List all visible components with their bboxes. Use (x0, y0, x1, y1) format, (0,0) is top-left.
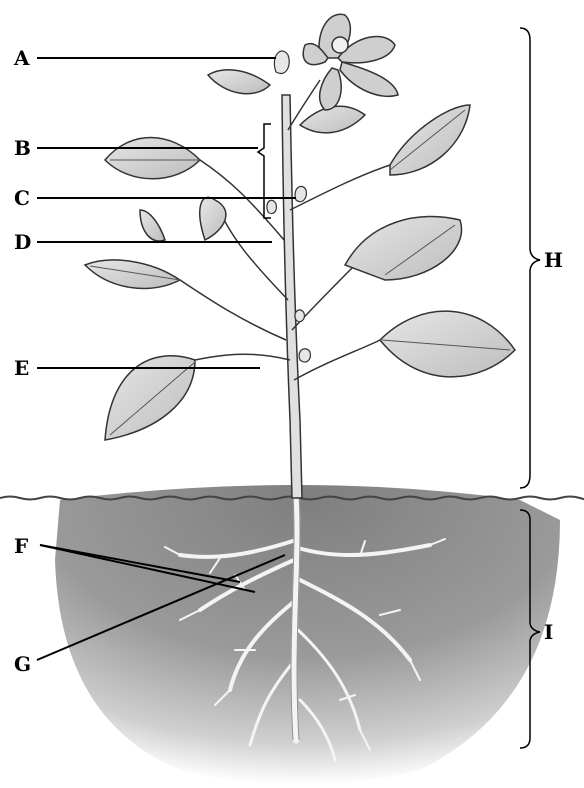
soil (55, 485, 560, 785)
leaf (140, 210, 165, 241)
label-e: E (14, 358, 29, 378)
leaves (85, 70, 515, 440)
leaf (85, 260, 180, 288)
bracket-h (520, 28, 540, 488)
label-f: F (14, 536, 28, 556)
label-c: C (14, 188, 30, 208)
label-d: D (14, 232, 31, 252)
label-i: I (544, 622, 553, 642)
label-a: A (14, 48, 30, 68)
leaf (208, 70, 270, 94)
label-h: H (544, 250, 563, 270)
leaf (345, 216, 462, 280)
leaf (380, 311, 515, 377)
leaf (300, 106, 365, 133)
label-b: B (14, 138, 31, 158)
leaf (105, 138, 200, 179)
leaf (200, 197, 226, 240)
label-g: G (14, 654, 31, 674)
flower (303, 14, 398, 110)
